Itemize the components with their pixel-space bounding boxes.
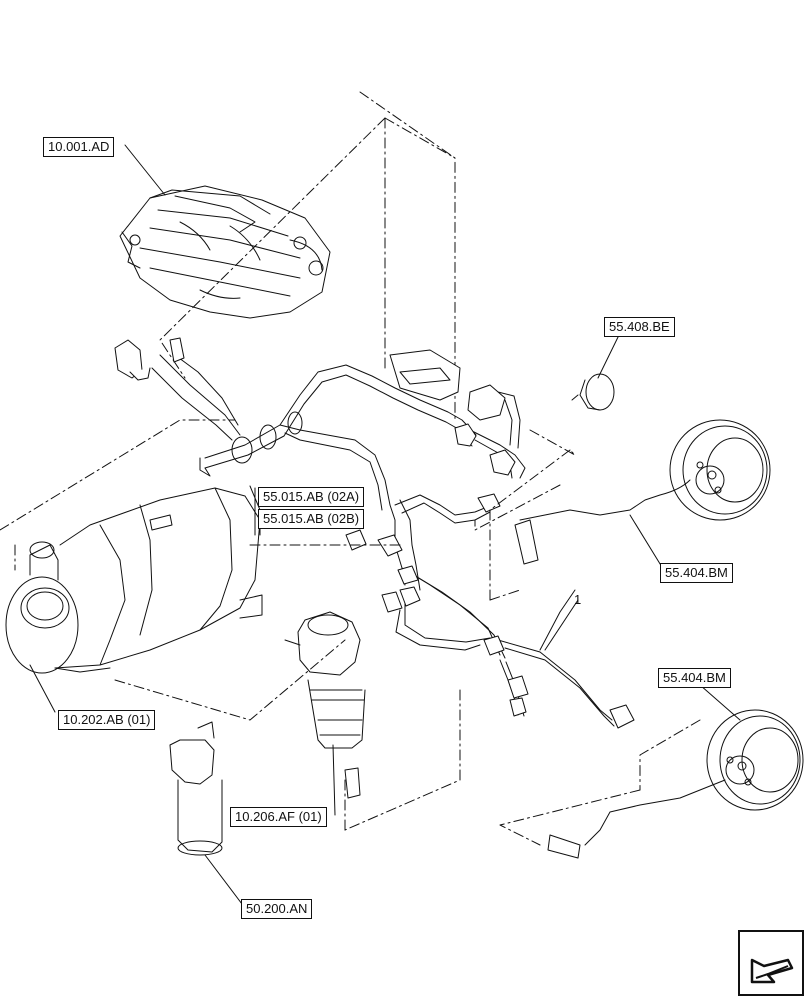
callout-55-408-be[interactable]: 55.408.BE	[604, 317, 675, 337]
small-sensor	[571, 373, 615, 411]
item-number-label: 1	[574, 592, 582, 607]
exhaust-dash-projection	[0, 419, 701, 846]
page-navigation-arrow-icon[interactable]	[738, 930, 804, 996]
callout-55-404-bm-lower[interactable]: 55.404.BM	[658, 668, 731, 688]
harness-connectors	[114, 337, 635, 859]
speaker-lower	[584, 709, 804, 846]
callout-10-206-af-01[interactable]: 10.206.AF (01)	[230, 807, 327, 827]
engine-dash-projection	[159, 91, 456, 421]
callout-55-404-bm-upper[interactable]: 55.404.BM	[660, 563, 733, 583]
callout-leaders	[29, 144, 741, 909]
wiring-harness	[151, 354, 615, 727]
callout-55-015-ab-02b[interactable]: 55.015.AB (02B)	[258, 509, 365, 529]
callout-55-015-ab-02a[interactable]: 55.015.AB (02A)	[258, 487, 365, 507]
callout-50-200-an[interactable]: 50.200.AN	[241, 899, 313, 919]
callout-10-001-ad[interactable]: 10.001.AD	[43, 137, 115, 157]
engine-component	[119, 185, 331, 319]
fuel-filter	[284, 611, 366, 799]
receiver-drier-canister	[169, 721, 223, 856]
speaker-upper	[519, 419, 771, 521]
exhaust-aftertreatment	[5, 487, 263, 674]
callout-10-202-ab-01[interactable]: 10.202.AB (01)	[58, 710, 156, 730]
